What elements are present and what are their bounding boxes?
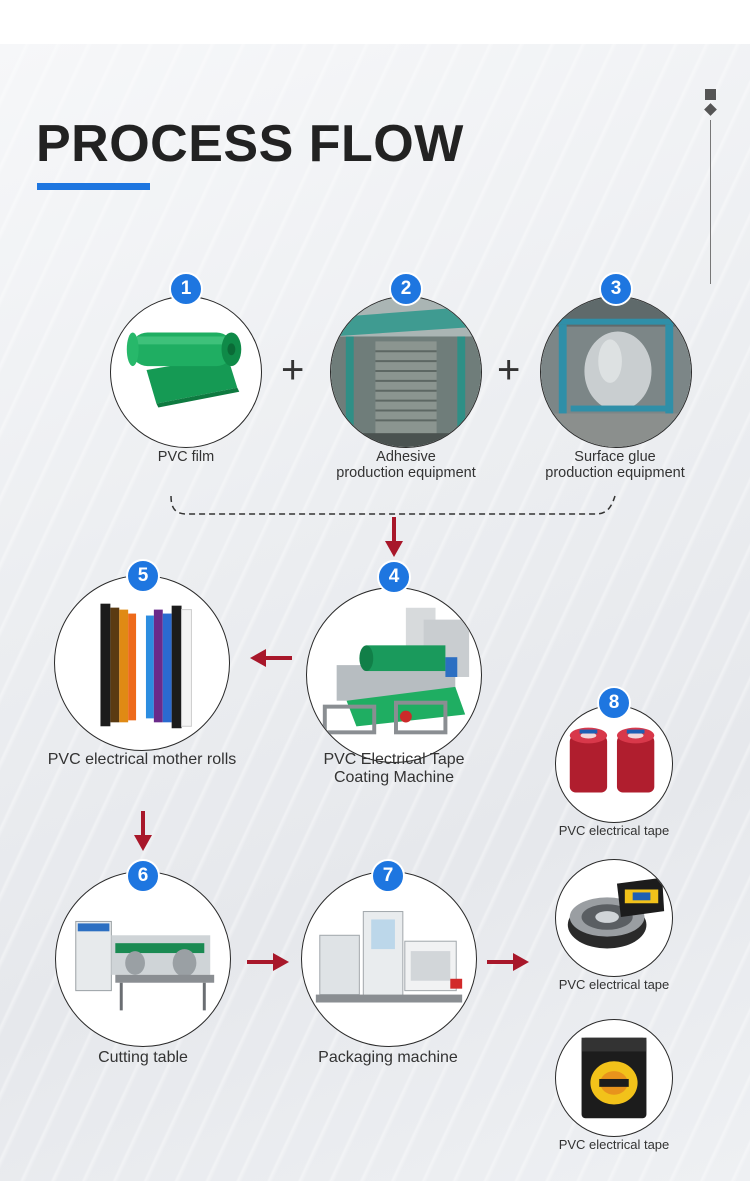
product-2-label: PVC electrical tape: [558, 977, 670, 992]
coating-machine-icon: [322, 607, 470, 735]
plus-sign-1: +: [281, 348, 305, 392]
adhesive-equipment-icon: [331, 297, 481, 447]
step-4-label-line1: PVC Electrical Tape: [323, 751, 465, 768]
step-4-badge: 4: [377, 560, 411, 594]
arrow-right-to-step-7-icon: [247, 953, 289, 971]
step-7-badge: 7: [371, 859, 405, 893]
step-7-label: Packaging machine: [318, 1049, 458, 1066]
green-pvc-film-roll-icon: [126, 332, 242, 408]
arrow-right-to-products-icon: [487, 953, 529, 971]
cutting-table-icon: [75, 920, 215, 1011]
step-4-label-line2: Coating Machine: [333, 769, 455, 786]
step-5-image: [54, 575, 230, 751]
product-2-image: [555, 859, 673, 977]
black-tape-tin-icon: [567, 877, 665, 949]
step-3-image: [540, 296, 692, 448]
title-underline: [37, 183, 150, 190]
red-tape-rolls-icon: [569, 727, 655, 793]
step-2-label-line1: Adhesive: [376, 449, 436, 465]
step-4-image: [306, 587, 482, 763]
step-2-label-line2: production equipment: [336, 465, 476, 481]
arrow-left-to-step-5-icon: [250, 649, 292, 667]
step-7-image: [301, 871, 477, 1047]
step-6-label: Cutting table: [98, 1049, 188, 1066]
packaging-machine-icon: [315, 911, 463, 1003]
merge-bracket: [170, 495, 616, 515]
product-3-label: PVC electrical tape: [558, 1137, 670, 1152]
product-3-image: [555, 1019, 673, 1137]
step-5-badge: 5: [126, 559, 160, 593]
product-1-label: PVC electrical tape: [558, 823, 670, 838]
step-1-label: PVC film: [157, 449, 215, 465]
arrow-down-to-step-6-icon: [134, 811, 152, 851]
decor-vertical-line: [710, 120, 711, 284]
product-1-image: [555, 705, 673, 823]
step-2-badge: 2: [389, 272, 423, 306]
step-1-image: [110, 296, 262, 448]
mother-rolls-icon: [100, 603, 192, 729]
plus-sign-2: +: [497, 348, 521, 392]
decor-square-icon: [705, 89, 716, 100]
step-5-label: PVC electrical mother rolls: [47, 751, 237, 768]
step-3-label-line1: Surface glue: [574, 449, 656, 465]
step-2-image: [330, 296, 482, 448]
arrow-down-to-step-4-icon: [385, 517, 403, 557]
process-flow-page: PROCESS FLOW 1 PVC film +: [0, 44, 750, 1181]
surface-glue-equipment-icon: [541, 297, 691, 447]
black-tape-box-icon: [581, 1037, 647, 1119]
step-1-badge: 1: [169, 272, 203, 306]
step-8-badge: 8: [597, 686, 631, 720]
step-3-label-line2: production equipment: [545, 465, 685, 481]
step-6-badge: 6: [126, 859, 160, 893]
page-title: PROCESS FLOW: [36, 115, 464, 173]
step-3-badge: 3: [599, 272, 633, 306]
step-6-image: [55, 871, 231, 1047]
